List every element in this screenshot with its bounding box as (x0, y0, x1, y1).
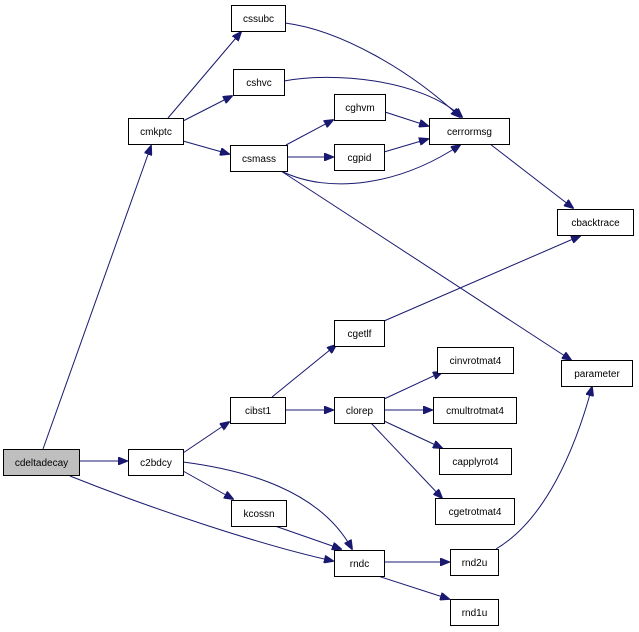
node-cerrormsg[interactable]: cerrormsg (429, 118, 510, 145)
edge-cdeltadecay-to-rndc (69, 475, 333, 561)
node-rndc[interactable]: rndc (334, 550, 385, 577)
edge-cdeltadecay-to-cmkptc (42, 146, 151, 450)
edge-cmkptc-to-cshvc (182, 96, 232, 122)
edge-cibst1-to-cgetlf (271, 345, 336, 398)
edge-cgetlf-to-cbacktrace (383, 236, 580, 322)
edge-csmass-to-cghvm (285, 120, 333, 146)
edges (42, 22, 592, 599)
node-box-cmkptc (128, 118, 184, 145)
node-box-cshvc (233, 69, 285, 96)
node-c2bdcy[interactable]: c2bdcy (128, 449, 184, 476)
node-cghvm[interactable]: cghvm (334, 94, 386, 121)
node-label-cinvrotmat4: cinvrotmat4 (450, 356, 502, 367)
node-cmultrotmat4[interactable]: cmultrotmat4 (433, 397, 517, 424)
node-box-rnd1u (450, 599, 499, 626)
node-box-cgpid (334, 144, 385, 171)
node-cshvc[interactable]: cshvc (233, 69, 285, 96)
node-label-cshvc: cshvc (246, 78, 272, 89)
node-box-capplyrot4 (439, 448, 512, 475)
node-label-rnd2u: rnd2u (462, 558, 488, 569)
edge-cgpid-to-cerrormsg (383, 139, 428, 153)
node-label-cghvm: cghvm (345, 103, 374, 114)
node-clorep[interactable]: clorep (334, 397, 385, 424)
node-label-cgetlf: cgetlf (348, 329, 372, 340)
node-box-rndc (334, 550, 385, 577)
node-rnd1u[interactable]: rnd1u (450, 599, 499, 626)
node-cdeltadecay[interactable]: cdeltadecay (3, 449, 80, 476)
node-box-clorep (334, 397, 385, 424)
node-box-kcossn (231, 500, 287, 527)
node-box-rnd2u (450, 549, 499, 576)
nodes: cdeltadecay cmkptc cssubc cshvc csmass cghvm c… (3, 5, 634, 626)
edge-c2bdcy-to-rndc (182, 461, 352, 549)
node-label-cerrormsg: cerrormsg (447, 127, 492, 138)
node-parameter[interactable]: parameter (561, 360, 633, 387)
node-box-cinvrotmat4 (437, 347, 514, 374)
edge-cssubc-to-cerrormsg (284, 22, 460, 117)
node-box-cdeltadecay (3, 449, 80, 476)
node-label-cmkptc: cmkptc (140, 127, 172, 138)
node-csmass[interactable]: csmass (230, 145, 288, 172)
edge-c2bdcy-to-kcossn (182, 470, 233, 499)
edge-clorep-to-cinvrotmat4 (383, 372, 442, 400)
node-cssubc[interactable]: cssubc (231, 5, 286, 32)
node-cgetrotmat4[interactable]: cgetrotmat4 (435, 498, 515, 525)
node-cinvrotmat4[interactable]: cinvrotmat4 (437, 347, 514, 374)
node-label-cgpid: cgpid (348, 153, 372, 164)
node-box-c2bdcy (128, 449, 184, 476)
edge-cmkptc-to-csmass (182, 140, 229, 154)
edge-csmass-to-parameter (280, 170, 571, 360)
node-label-cbacktrace: cbacktrace (571, 218, 620, 229)
edge-rndc-to-rnd1u (377, 575, 449, 599)
node-label-csmass: csmass (242, 154, 276, 165)
node-label-c2bdcy: c2bdcy (140, 458, 172, 469)
node-box-cmultrotmat4 (433, 397, 517, 424)
edge-kcossn-to-rndc (274, 525, 341, 549)
node-label-cibst1: cibst1 (245, 406, 272, 417)
edge-cerrormsg-to-cbacktrace (489, 143, 573, 208)
edge-c2bdcy-to-cibst1 (182, 422, 229, 454)
edge-rnd2u-to-parameter (495, 387, 592, 550)
node-box-cbacktrace (557, 209, 634, 236)
edge-cmkptc-to-cssubc (167, 32, 241, 119)
node-box-parameter (561, 360, 633, 387)
edge-cghvm-to-cerrormsg (384, 111, 428, 126)
node-label-cdeltadecay: cdeltadecay (15, 458, 68, 469)
node-box-cerrormsg (429, 118, 510, 145)
edge-cshvc-to-cerrormsg (283, 76, 462, 117)
node-box-cssubc (231, 5, 286, 32)
node-cgetlf[interactable]: cgetlf (334, 320, 385, 347)
node-label-rnd1u: rnd1u (462, 608, 488, 619)
node-rnd2u[interactable]: rnd2u (450, 549, 499, 576)
node-label-cmultrotmat4: cmultrotmat4 (446, 406, 504, 417)
node-cgpid[interactable]: cgpid (334, 144, 385, 171)
node-cibst1[interactable]: cibst1 (230, 397, 286, 424)
node-label-rndc: rndc (350, 559, 369, 570)
node-label-capplyrot4: capplyrot4 (452, 457, 499, 468)
node-label-clorep: clorep (346, 406, 374, 417)
node-label-parameter: parameter (574, 369, 620, 380)
edge-clorep-to-cgetrotmat4 (370, 422, 442, 498)
edge-clorep-to-capplyrot4 (383, 420, 442, 448)
node-kcossn[interactable]: kcossn (231, 500, 287, 527)
node-label-cgetrotmat4: cgetrotmat4 (449, 507, 502, 518)
edge-csmass-to-cerrormsg (280, 145, 460, 185)
node-cmkptc[interactable]: cmkptc (128, 118, 184, 145)
node-label-cssubc: cssubc (243, 14, 274, 25)
node-box-cibst1 (230, 397, 286, 424)
node-box-cghvm (334, 94, 386, 121)
node-cbacktrace[interactable]: cbacktrace (557, 209, 634, 236)
node-label-kcossn: kcossn (243, 509, 274, 520)
node-box-csmass (230, 145, 288, 172)
node-box-cgetlf (334, 320, 385, 347)
node-box-cgetrotmat4 (435, 498, 515, 525)
node-capplyrot4[interactable]: capplyrot4 (439, 448, 512, 475)
